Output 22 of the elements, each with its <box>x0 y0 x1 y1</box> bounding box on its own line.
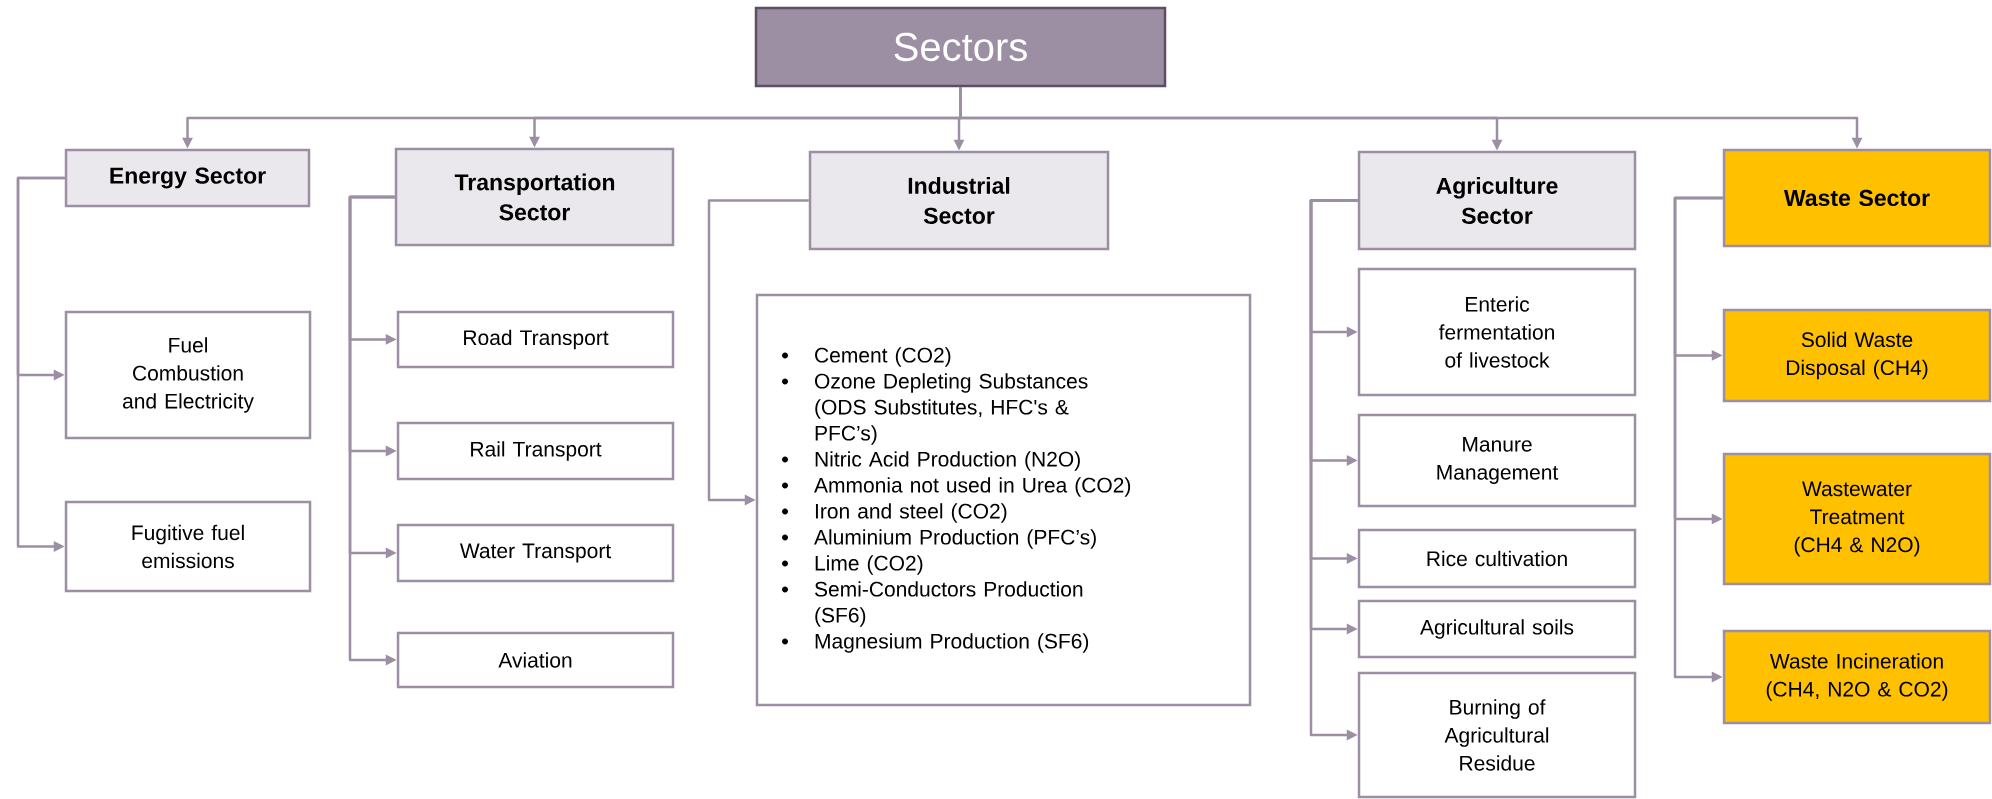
category-box: Rail Transport <box>396 421 675 481</box>
sector-box: Industrial Sector <box>808 150 1110 251</box>
category-box: Burning of Agricultural Residue <box>1357 671 1637 799</box>
sector-box: Transportation Sector <box>394 147 675 247</box>
category-box: Manure Management <box>1357 413 1637 508</box>
sector-box: Waste Sector <box>1722 148 1992 248</box>
category-box: Fugitive fuel emissions <box>64 500 312 593</box>
category-box: Agricultural soils <box>1357 599 1637 659</box>
category-box: Aviation <box>396 631 675 689</box>
category-box: Fuel Combustion and Electricity <box>64 310 312 440</box>
category-box: Wastewater Treatment (CH4 & N2O) <box>1722 452 1992 586</box>
category-box: Waste Incineration (CH4, N2O & CO2) <box>1722 629 1992 725</box>
sector-box: Agriculture Sector <box>1357 150 1637 251</box>
category-box: Water Transport <box>396 523 675 583</box>
category-box: Road Transport <box>396 310 675 369</box>
list-box: Cement (CO2) Ozone Depleting Substances (ODS Substitutes, HFC's & PFC’s) Nitric Acid Production (N2O) Ammonia not used in Urea (CO2) Iron and steel (CO2) Aluminium Production (PFC’s) Lime (CO2) Semi-Conductors Production (SF6) Magnesium Production (SF6) <box>755 293 1252 707</box>
category-box: Rice cultivation <box>1357 528 1637 589</box>
arrow <box>16 176 65 552</box>
category-box: Solid Waste Disposal (CH4) <box>1722 308 1992 403</box>
sector-box: Energy Sector <box>64 148 311 208</box>
title-box: Sectors <box>754 6 1167 88</box>
category-box: Enteric fermentation of livestock <box>1357 267 1637 397</box>
